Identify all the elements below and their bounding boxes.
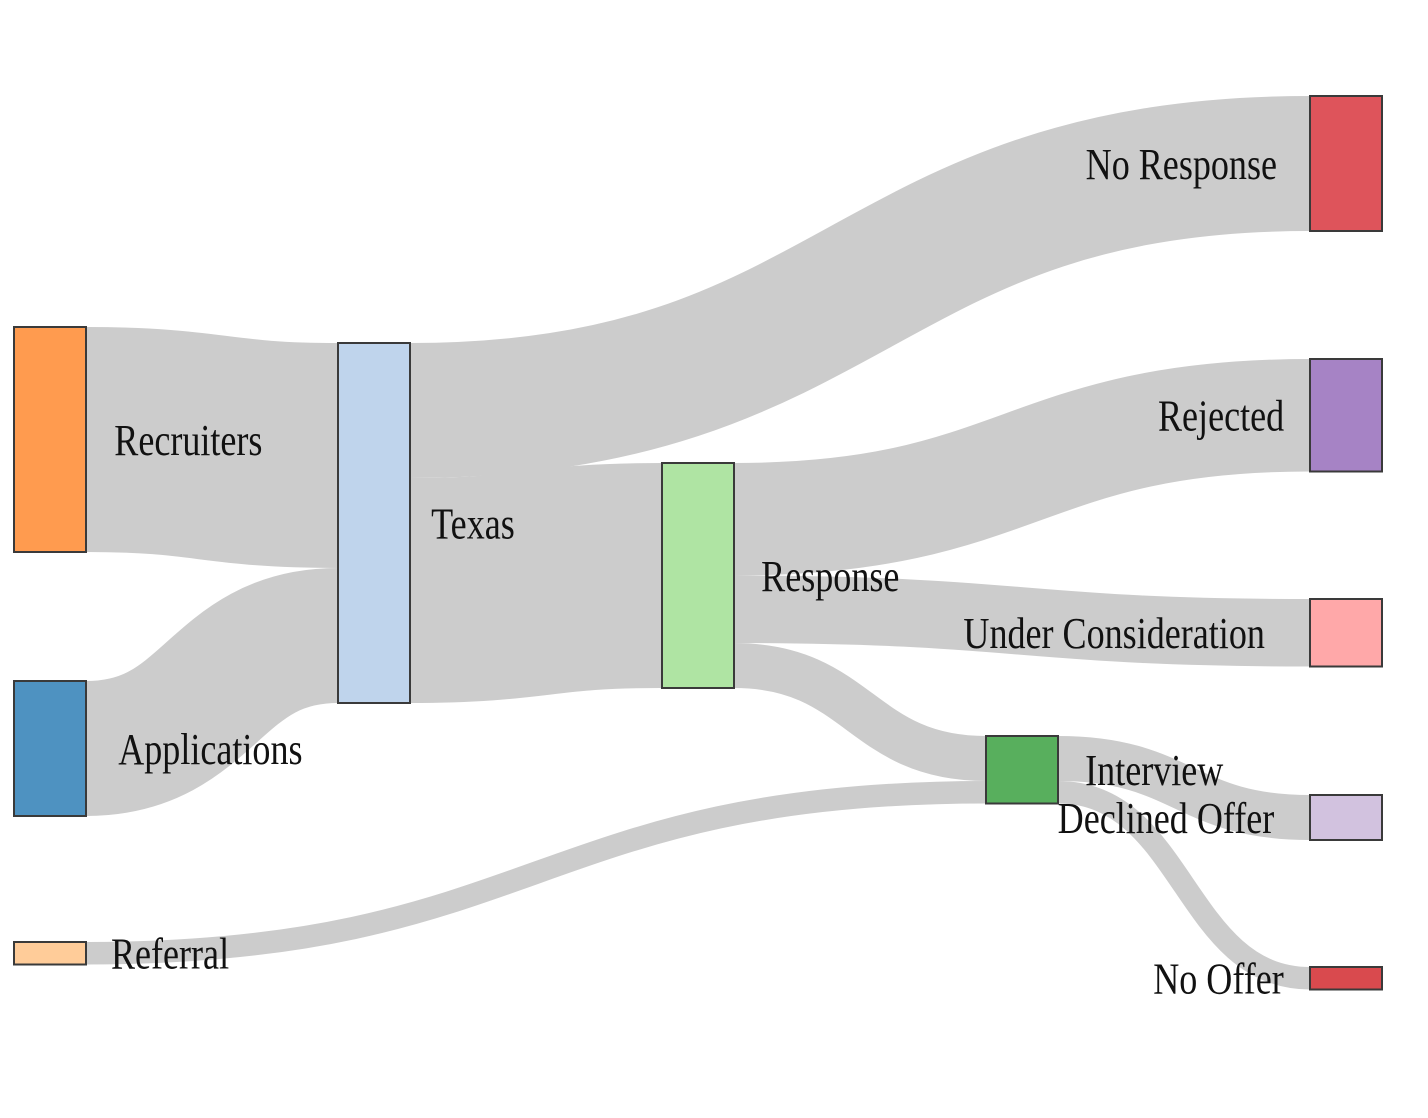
node-applications-bar bbox=[13, 680, 87, 817]
node-referral-label: Referral bbox=[111, 929, 229, 978]
link-response-to-interview bbox=[733, 643, 987, 781]
link-response-to-rejected bbox=[733, 359, 1311, 576]
node-rejected: Rejected bbox=[1158, 358, 1383, 473]
node-declined-offer: Declined Offer bbox=[1058, 794, 1383, 843]
node-texas: Texas bbox=[337, 342, 515, 704]
node-response-label: Response bbox=[761, 552, 899, 601]
node-recruiters-label: Recruiters bbox=[114, 416, 262, 465]
node-texas-label: Texas bbox=[431, 499, 515, 548]
link-referral-to-interview bbox=[85, 781, 987, 965]
link-recruiters-to-texas bbox=[85, 327, 339, 568]
link-applications-to-texas bbox=[83, 568, 341, 816]
node-under-consideration: Under Consideration bbox=[963, 598, 1383, 668]
node-no-offer-label: No Offer bbox=[1153, 954, 1284, 1003]
sankey-links bbox=[83, 96, 1311, 990]
node-no-response-bar bbox=[1309, 95, 1383, 232]
node-no-offer: No Offer bbox=[1153, 954, 1383, 1003]
node-under-consideration-bar bbox=[1309, 598, 1383, 668]
node-applications-label: Applications bbox=[118, 725, 302, 774]
node-recruiters: Recruiters bbox=[13, 326, 262, 553]
node-no-response-label: No Response bbox=[1086, 140, 1277, 189]
node-referral: Referral bbox=[13, 929, 229, 978]
link-response-to-under-consideration bbox=[733, 575, 1311, 667]
node-interview-label: Interview bbox=[1085, 746, 1223, 795]
node-interview: Interview bbox=[985, 735, 1223, 805]
node-interview-bar bbox=[985, 735, 1059, 805]
node-no-response: No Response bbox=[1086, 95, 1383, 232]
node-response-bar bbox=[661, 462, 735, 689]
node-applications: Applications bbox=[13, 680, 303, 817]
link-interview-to-no-offer bbox=[1057, 781, 1311, 990]
node-no-offer-bar bbox=[1309, 966, 1383, 991]
link-interview-to-declined-offer bbox=[1057, 736, 1311, 840]
node-declined-offer-label: Declined Offer bbox=[1058, 794, 1275, 843]
node-rejected-label: Rejected bbox=[1158, 391, 1284, 440]
node-referral-bar bbox=[13, 941, 87, 966]
link-texas-to-response bbox=[409, 463, 663, 703]
node-texas-bar bbox=[337, 342, 411, 704]
node-rejected-bar bbox=[1309, 358, 1383, 473]
node-response: Response bbox=[661, 462, 899, 689]
node-recruiters-bar bbox=[13, 326, 87, 553]
node-declined-offer-bar bbox=[1309, 794, 1383, 841]
link-texas-to-no-response bbox=[409, 96, 1311, 478]
node-under-consideration-label: Under Consideration bbox=[963, 609, 1264, 658]
